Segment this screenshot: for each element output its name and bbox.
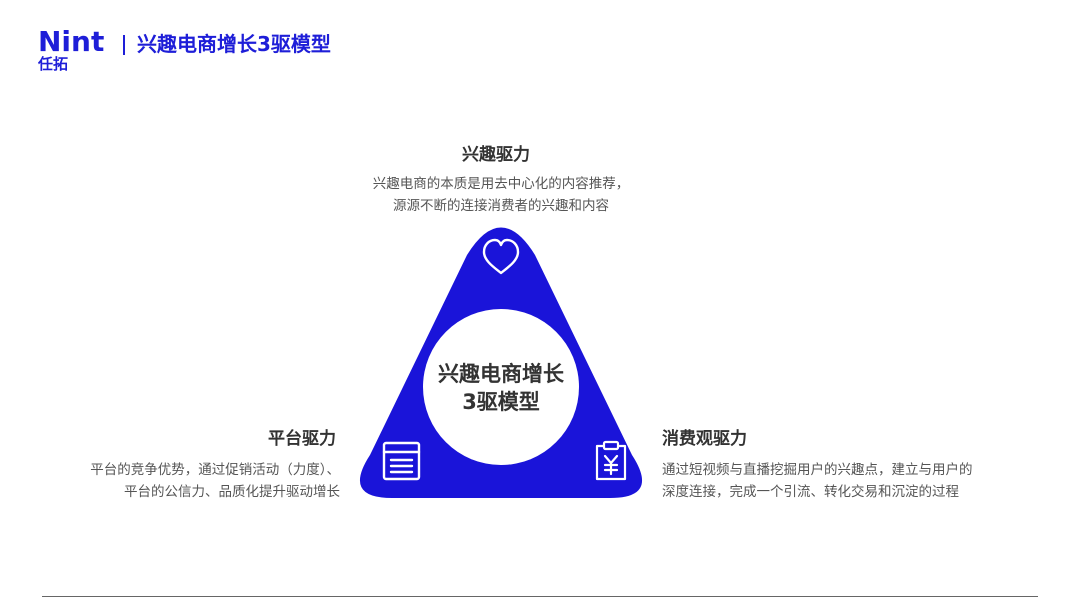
- driver-top-desc-line2: 源源不断的连接消费者的兴趣和内容: [393, 198, 609, 214]
- center-label-line1: 兴趣电商增长: [438, 362, 564, 386]
- driver-top-title: 兴趣驱力: [462, 145, 530, 165]
- driver-right-desc: 通过短视频与直播挖掘用户的兴趣点，建立与用户的 深度连接，完成一个引流、转化交易…: [662, 459, 1042, 503]
- center-label-line2: 3驱模型: [462, 390, 540, 414]
- document-list-icon: [382, 441, 421, 481]
- driver-left-desc-line1: 平台的竞争优势，通过促销活动（力度）、: [90, 462, 340, 478]
- driver-top-desc: 兴趣电商的本质是用去中心化的内容推荐， 源源不断的连接消费者的兴趣和内容: [351, 173, 651, 217]
- driver-left-desc: 平台的竞争优势，通过促销活动（力度）、 平台的公信力、品质化提升驱动增长: [40, 459, 340, 503]
- driver-right-desc-line1: 通过短视频与直播挖掘用户的兴趣点，建立与用户的: [662, 462, 973, 478]
- nint-logo: Nint 任拓: [38, 25, 105, 73]
- driver-right-desc-line2: 深度连接，完成一个引流、转化交易和沉淀的过程: [662, 484, 959, 500]
- logo-subtext: 任拓: [38, 55, 69, 73]
- center-circle: [423, 309, 579, 465]
- logo-text: Nint: [38, 25, 105, 58]
- center-label: 兴趣电商增长 3驱模型: [425, 360, 577, 416]
- driver-top-desc-line1: 兴趣电商的本质是用去中心化的内容推荐，: [372, 176, 630, 192]
- heart-icon: [482, 238, 520, 275]
- driver-right-title: 消费观驱力: [662, 429, 747, 449]
- driver-left-desc-line2: 平台的公信力、品质化提升驱动增长: [124, 484, 340, 500]
- clipboard-yen-icon: [595, 440, 627, 481]
- driver-left-title: 平台驱力: [268, 429, 336, 449]
- header-divider: [123, 35, 125, 55]
- page-title: 兴趣电商增长3驱模型: [137, 32, 331, 56]
- footer-divider: [42, 596, 1038, 597]
